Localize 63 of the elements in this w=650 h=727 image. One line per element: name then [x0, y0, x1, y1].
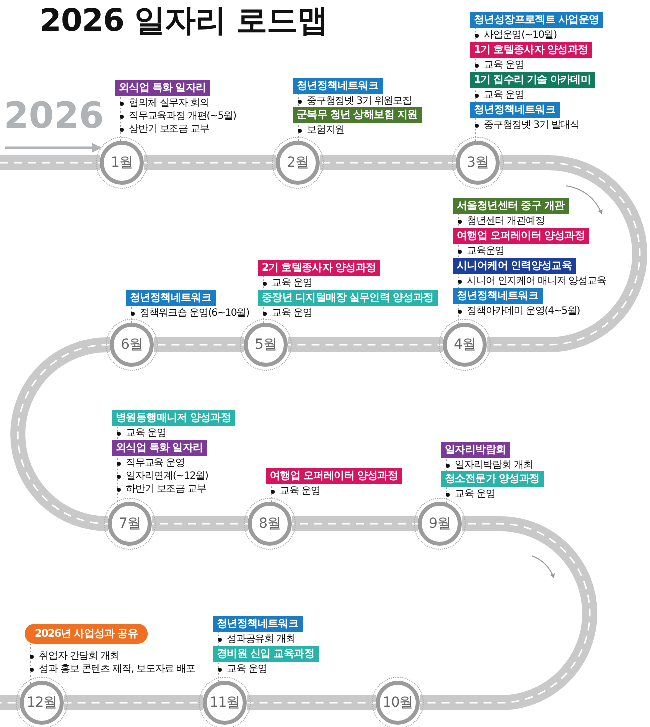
- bullet-item: 직무교육과정 개편(~5월): [117, 110, 236, 123]
- bullet-item: 교육 운영: [472, 59, 524, 72]
- bullet-item: 교육 운영: [260, 277, 312, 290]
- bullet-item: 상반기 보조금 교부: [117, 123, 210, 136]
- road-segment: [247, 696, 376, 710]
- bullet-item: 협의체 실무자 회의: [117, 97, 210, 110]
- program-label: 청년정책네트워크: [213, 616, 303, 632]
- program-label: 청년정책네트워크: [293, 78, 383, 94]
- program-label: 경비원 신입 교육과정: [213, 646, 319, 662]
- bullet-item: 교육 운영: [472, 89, 524, 102]
- bullet-item: 일자리연계(~12월): [114, 470, 208, 483]
- road-segment: [320, 156, 456, 170]
- program-label: 중장년 디지털매장 실무인력 양성과정: [258, 290, 438, 306]
- bullet-item: 교육운영: [455, 245, 505, 258]
- bullet-item: 성과 홍보 콘텐츠 제작, 보도자료 배포: [27, 663, 196, 676]
- program-label: 시니어케어 인력양성교육: [453, 258, 576, 274]
- bullet-item: 교육 운영: [215, 663, 268, 676]
- bullet-item: 사업운영(~10월): [472, 29, 557, 42]
- road-segment: [288, 338, 443, 352]
- program-label: 여행업 오퍼레이터 양성과정: [266, 468, 402, 484]
- bullet-item: 취업자 간담회 개최: [27, 650, 120, 663]
- title: 2026 일자리 로드맵: [40, 2, 328, 41]
- program-label: 2026년 사업성과 공유: [25, 624, 148, 644]
- bullet-item: 청년센터 개관예정: [455, 215, 545, 228]
- bullet-item: 정책워크숍 운영(6~10월): [128, 307, 250, 320]
- road-segment: [420, 516, 598, 710]
- program-label: 청년정책네트워크: [126, 290, 216, 306]
- road-segment: [144, 156, 276, 170]
- program-label: 청년정책네트워크: [453, 288, 543, 304]
- road-segment: [154, 338, 244, 352]
- bullet-item: 교육 운영: [443, 488, 496, 501]
- bullet-item: 시니어 인지케어 매니저 양성교육: [455, 275, 606, 288]
- bullet-item: 하반기 보조금 교부: [114, 483, 206, 496]
- road-segment: [487, 156, 648, 352]
- bullet-item: 교육 운영: [260, 307, 312, 320]
- bullet-item: 일자리박람회 개최: [443, 459, 533, 472]
- bullet-item: 교육 운영: [268, 485, 320, 498]
- program-label: 여행업 오퍼레이터 양성과정: [453, 228, 590, 244]
- program-label: 병원동행매니저 양성과정: [112, 410, 236, 426]
- road-segment: [64, 696, 203, 710]
- program-label: 군복무 청년 상해보험 지원: [293, 107, 422, 123]
- year-label: 2026: [4, 96, 104, 137]
- bullet-item: 성과공유회 개최: [215, 633, 296, 646]
- bullet-item: 중구청정넷 3기 발대식: [472, 119, 580, 132]
- program-label: 서울청년센터 중구 개관: [453, 198, 569, 214]
- program-label: 일자리박람회: [441, 442, 510, 458]
- program-label: 외식업 특화 일자리: [112, 440, 208, 456]
- program-label: 청년정책네트워크: [470, 102, 560, 118]
- road-segment: [292, 516, 418, 532]
- program-label: 2기 호텔종사자 양성과정: [258, 260, 380, 276]
- program-label: 외식업 특화 일자리: [115, 80, 210, 96]
- program-label: 1기 집수리 기술 아카데미: [470, 72, 596, 88]
- program-label: 청소전문가 양성과정: [441, 471, 544, 487]
- leader-line: [30, 644, 32, 684]
- bullet-item: 보험지원: [295, 124, 345, 137]
- bullet-item: 직무교육 운영: [114, 457, 185, 470]
- program-label: 1기 호텔종사자 양성과정: [470, 42, 592, 58]
- program-label: 청년성장프로젝트 사업운영: [470, 12, 604, 28]
- bullet-item: 중구청정넷 3기 위원모집: [295, 95, 412, 108]
- leader-line: [120, 96, 122, 142]
- bullet-item: 정책아카데미 운영(4~5월): [455, 305, 580, 318]
- road-segment: [152, 516, 248, 532]
- bullet-item: 교육 운영: [114, 427, 166, 440]
